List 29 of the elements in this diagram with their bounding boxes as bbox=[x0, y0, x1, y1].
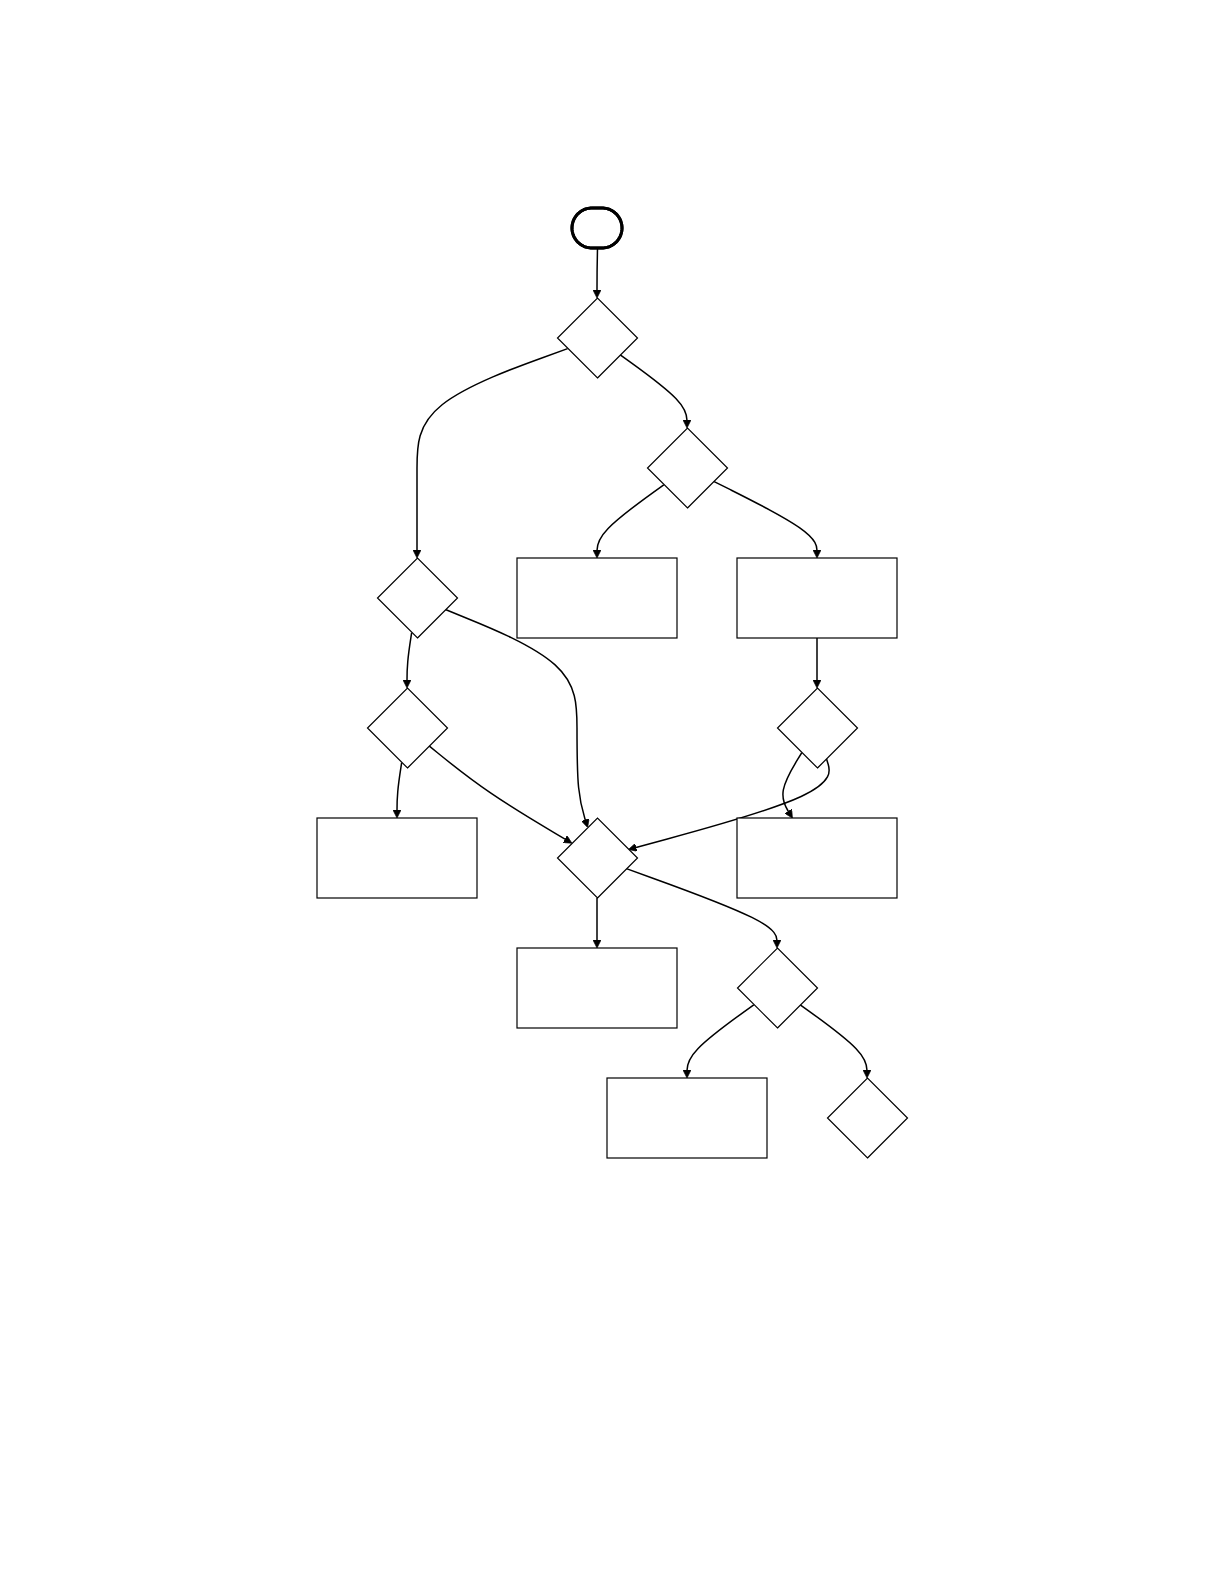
node-box bbox=[736, 557, 898, 639]
arrow bbox=[625, 867, 782, 949]
arrow bbox=[619, 354, 692, 429]
arrow bbox=[627, 757, 830, 852]
node-box bbox=[516, 947, 678, 1029]
node-box bbox=[316, 817, 478, 899]
node-diamond bbox=[826, 1077, 909, 1159]
node-diamond bbox=[646, 427, 729, 509]
node-box bbox=[736, 817, 898, 899]
node-box bbox=[516, 557, 678, 639]
node-diamond bbox=[366, 687, 449, 769]
node-box bbox=[606, 1077, 768, 1159]
arrow bbox=[392, 761, 403, 819]
arrow bbox=[682, 1004, 755, 1079]
arrow bbox=[402, 631, 413, 689]
arrow bbox=[412, 347, 569, 559]
arrow bbox=[712, 480, 822, 559]
node-diamond bbox=[776, 687, 859, 769]
arrow bbox=[799, 1004, 872, 1079]
arrow bbox=[592, 484, 665, 559]
arrow bbox=[428, 745, 572, 844]
node-diamond bbox=[736, 947, 819, 1029]
arrow bbox=[592, 897, 602, 949]
arrow bbox=[781, 752, 803, 819]
node-diamond bbox=[556, 817, 639, 899]
arrow bbox=[444, 608, 590, 828]
node-diamond bbox=[556, 297, 639, 379]
node-diamond bbox=[376, 557, 459, 639]
arrow bbox=[812, 637, 822, 689]
